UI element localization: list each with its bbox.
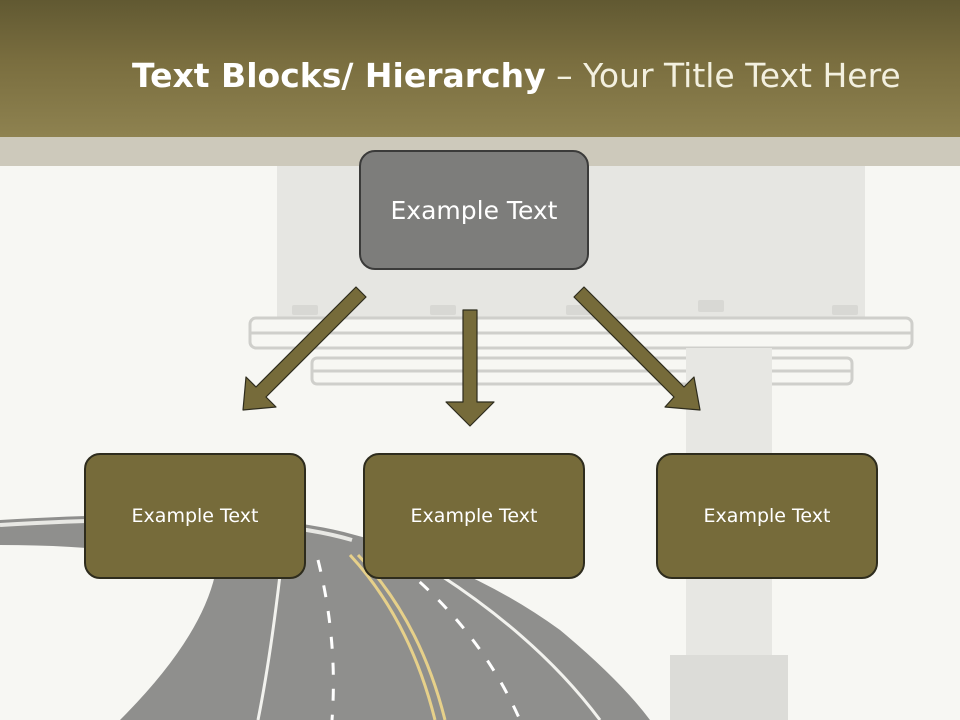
hierarchy-top-box[interactable]: Example Text — [359, 150, 589, 270]
slide-title-rest: Your Title Text Here — [583, 56, 901, 95]
hierarchy-top-label: Example Text — [390, 195, 558, 225]
hierarchy-child-box-right[interactable]: Example Text — [656, 453, 878, 579]
hierarchy-child-box-center[interactable]: Example Text — [363, 453, 585, 579]
hierarchy-child-label: Example Text — [131, 505, 259, 527]
hierarchy-child-label: Example Text — [703, 505, 831, 527]
slide-title: Text Blocks/ Hierarchy – Your Title Text… — [132, 52, 901, 100]
hierarchy-child-box-left[interactable]: Example Text — [84, 453, 306, 579]
hierarchy-child-label: Example Text — [410, 505, 538, 527]
slide-title-separator: – — [545, 56, 584, 95]
title-header-band — [0, 0, 960, 137]
slide-title-bold: Text Blocks/ Hierarchy — [132, 56, 546, 95]
highway-road — [0, 515, 650, 720]
